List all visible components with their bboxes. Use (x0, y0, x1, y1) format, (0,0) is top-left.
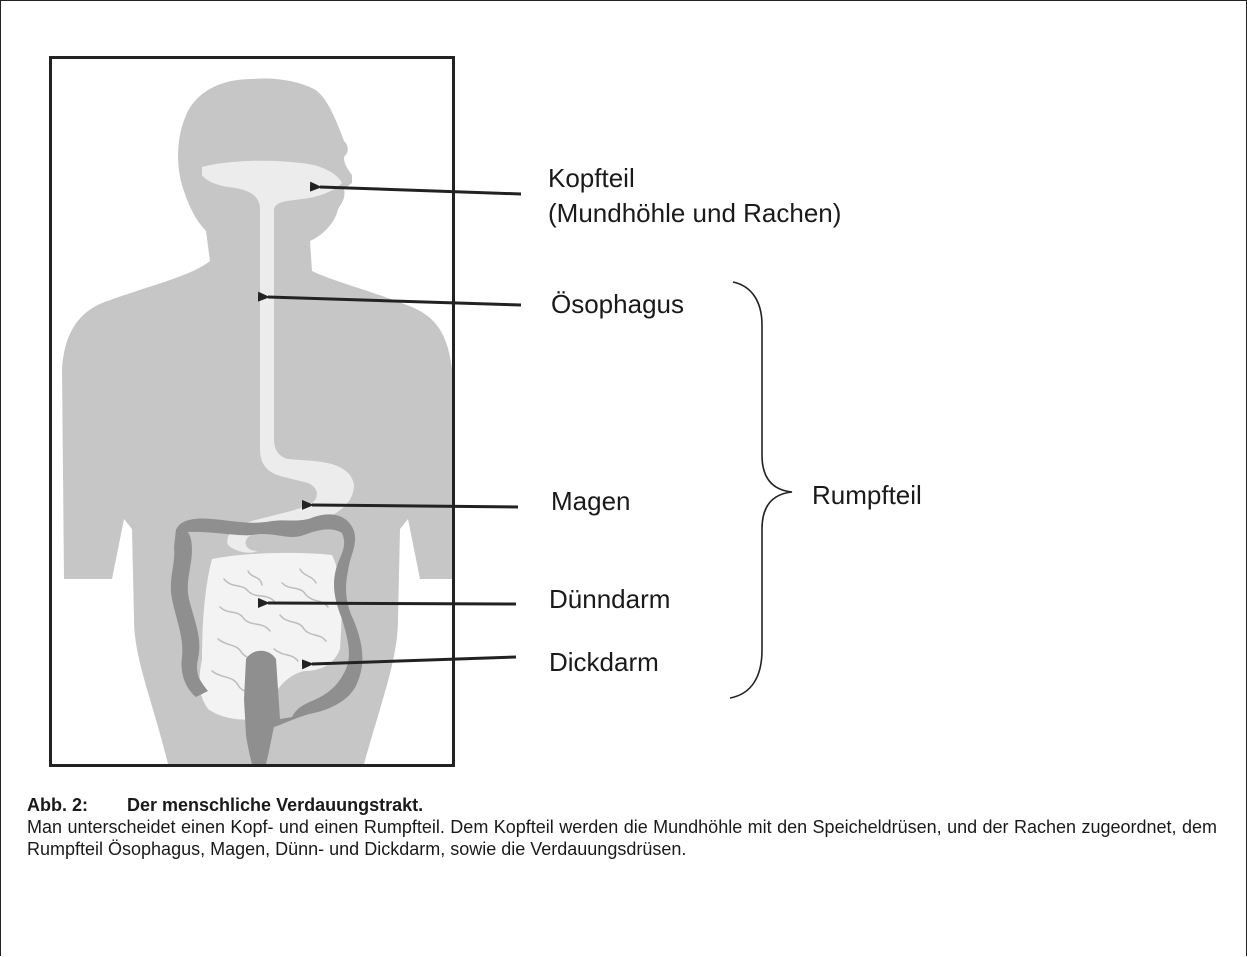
label-dickdarm: Dickdarm (549, 647, 659, 678)
label-rumpfteil: Rumpfteil (812, 480, 922, 511)
arrow-dickdarm (312, 657, 516, 664)
label-duenndarm: Dünndarm (549, 584, 670, 615)
arrow-magen (312, 505, 518, 507)
arrow-kopfteil (320, 187, 521, 194)
arrow-duenndarm (268, 603, 516, 604)
label-kopfteil: Kopfteil (548, 163, 635, 194)
label-oesophagus: Ösophagus (551, 289, 684, 320)
label-kopfteil-sub: (Mundhöhle und Rachen) (548, 198, 841, 229)
arrow-oesophagus (268, 297, 521, 305)
label-magen: Magen (551, 486, 631, 517)
caption-number: Abb. 2: (27, 794, 127, 816)
caption-heading: Abb. 2:Der menschliche Verdauungstrakt. (27, 794, 1217, 816)
caption-text: Man unterscheidet einen Kopf- und einen … (27, 816, 1217, 860)
rumpfteil-brace (730, 282, 792, 698)
figure-caption: Abb. 2:Der menschliche Verdauungstrakt. … (27, 794, 1217, 860)
caption-title: Der menschliche Verdauungstrakt. (127, 795, 423, 815)
